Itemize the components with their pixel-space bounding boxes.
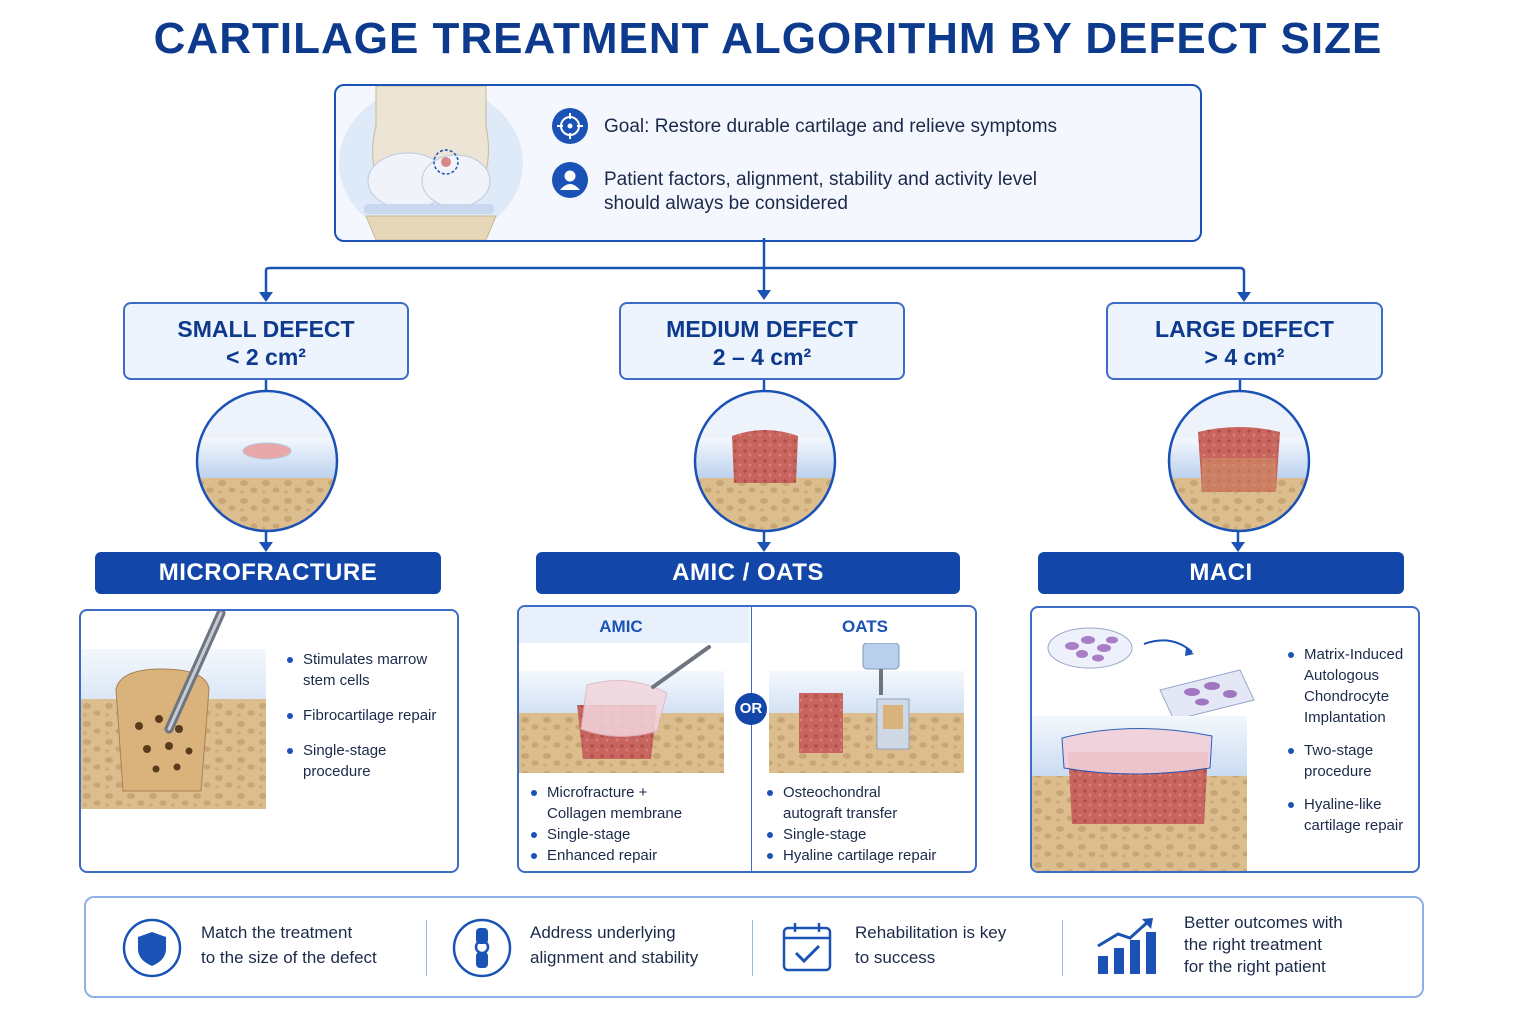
list-item: Microfracture +Collagen membrane (531, 782, 743, 824)
medium-defect-illustration (693, 389, 837, 533)
list-item: Single-stage (531, 824, 743, 845)
patient-factors-line1: Patient factors, alignment, stability an… (604, 169, 1037, 190)
list-item: Single-stage (767, 824, 973, 845)
footer-1-line2: to the size of the defect (201, 948, 377, 967)
maci-illustration (1032, 627, 1255, 871)
bar-chart-growth-icon (1097, 918, 1156, 974)
footer-1-line1: Match the treatment (201, 923, 353, 942)
calendar-check-icon (782, 923, 832, 972)
large-defect-size: > 4 cm² (1204, 344, 1285, 370)
list-item: Hyaline cartilage repair (767, 845, 973, 866)
shield-icon (122, 918, 182, 978)
large-defect-label: LARGE DEFECT (1155, 316, 1334, 342)
target-icon (552, 108, 588, 144)
large-defect-illustration (1167, 389, 1311, 533)
maci-header: MACI (1038, 552, 1404, 594)
footer-3-line2: to success (855, 948, 936, 967)
footer-2-line1: Address underlying (530, 923, 676, 942)
knee-joint-illustration (339, 86, 523, 240)
amic-title: AMIC (599, 617, 643, 636)
goal-text: Goal: Restore durable cartilage and reli… (604, 116, 1058, 137)
medium-defect-size: 2 – 4 cm² (712, 344, 812, 370)
footer-4-line2: the right treatment (1184, 935, 1322, 954)
footer-2-line2: alignment and stability (530, 948, 699, 967)
small-defect-size: < 2 cm² (226, 344, 306, 370)
small-defect-box: SMALL DEFECT < 2 cm² (123, 302, 409, 380)
footer-3-line1: Rehabilitation is key (855, 923, 1007, 942)
footer-4-line1: Better outcomes with (1184, 913, 1343, 932)
amic-illustration (519, 645, 724, 773)
goal-panel: Goal: Restore durable cartilage and reli… (334, 84, 1202, 242)
oats-illustration (769, 643, 964, 773)
amic-oats-card: AMIC OATS OR Microfracture +Collagen mem… (517, 605, 977, 873)
microfracture-header: MICROFRACTURE (95, 552, 441, 594)
list-item: Fibrocartilage repair (287, 705, 455, 726)
key-points-footer: Match the treatment to the size of the de… (84, 896, 1424, 998)
patient-factors-line2: should always be considered (604, 193, 848, 214)
footer-4-line3: for the right patient (1184, 957, 1326, 976)
medium-defect-label: MEDIUM DEFECT (666, 316, 858, 342)
amic-oats-header: AMIC / OATS (536, 552, 960, 594)
or-badge: OR (735, 693, 767, 725)
list-item: Enhanced repair (531, 845, 743, 866)
knee-joint-icon (452, 918, 512, 978)
small-defect-illustration (195, 389, 339, 533)
medium-defect-box: MEDIUM DEFECT 2 – 4 cm² (619, 302, 905, 380)
microfracture-illustration (81, 611, 266, 809)
small-defect-label: SMALL DEFECT (177, 316, 355, 342)
amic-bullets: Microfracture +Collagen membrane Single-… (531, 782, 743, 866)
page-title: CARTILAGE TREATMENT ALGORITHM BY DEFECT … (153, 14, 1383, 63)
flow-connectors (259, 238, 1251, 552)
large-defect-box: LARGE DEFECT > 4 cm² (1106, 302, 1383, 380)
person-icon (552, 162, 588, 198)
oats-title: OATS (842, 617, 888, 636)
